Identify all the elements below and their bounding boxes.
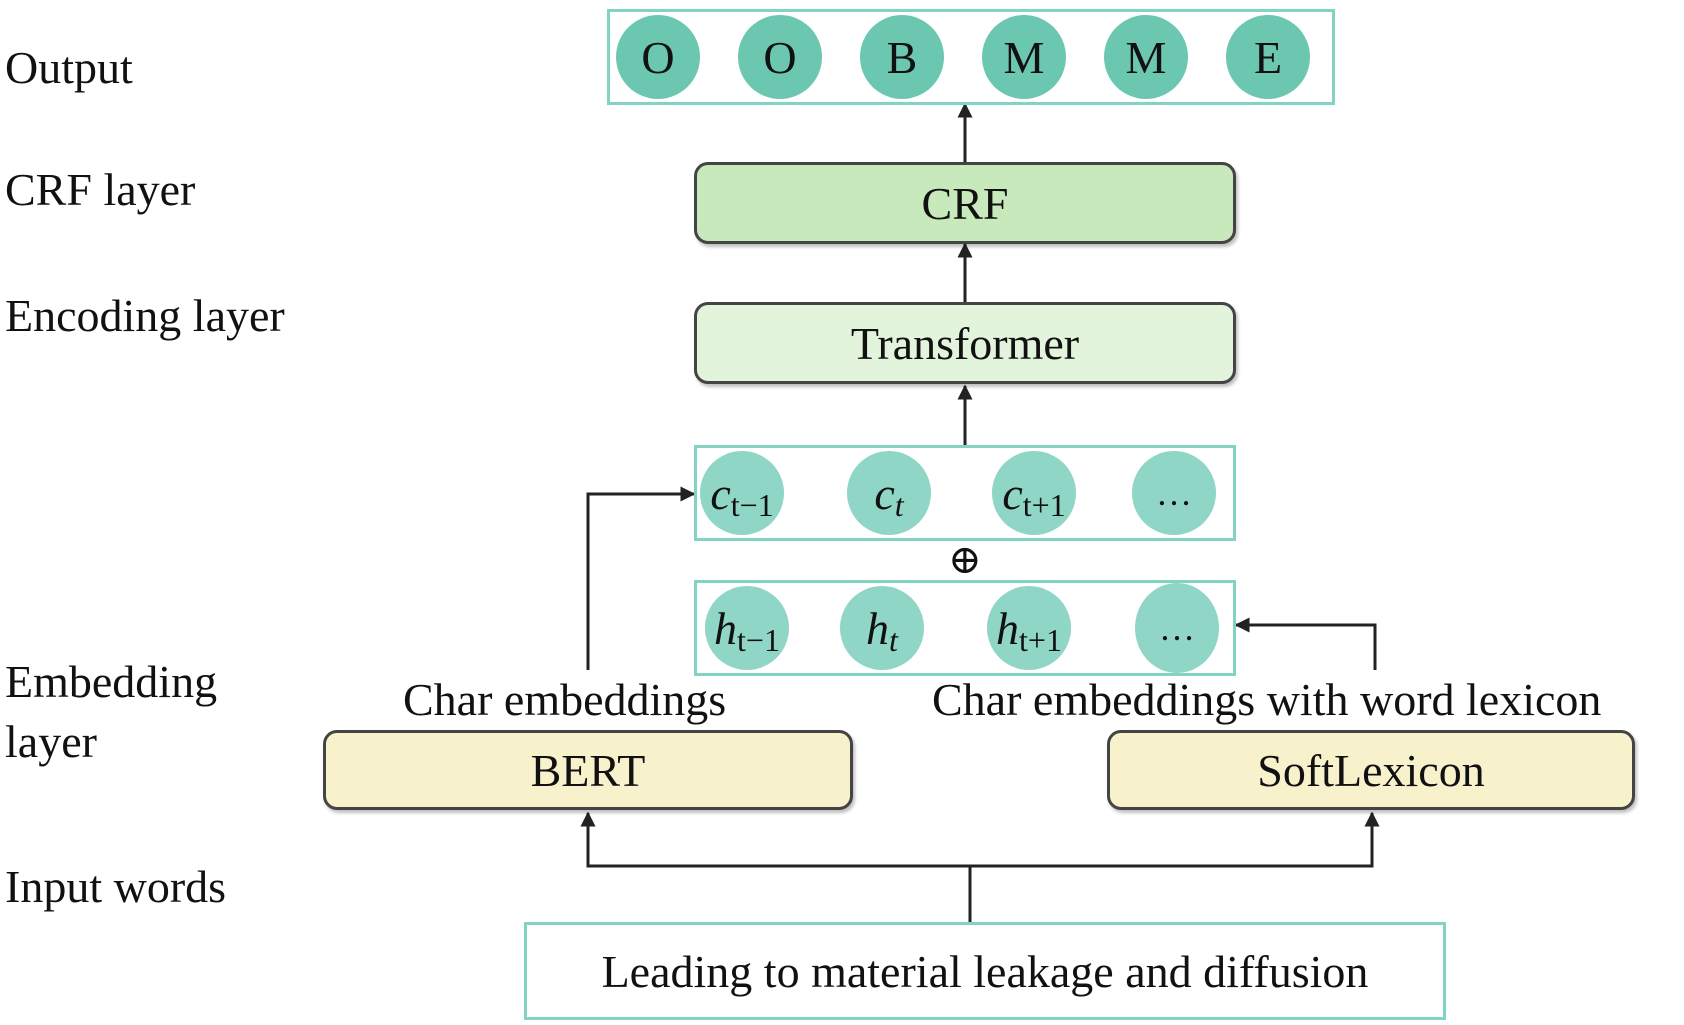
output-tag-node: M: [1104, 15, 1188, 99]
char-node-ellipsis: …: [1132, 451, 1216, 535]
arrow-input-to-bert: [580, 811, 972, 922]
transformer-box: Transformer: [694, 302, 1236, 384]
concat-symbol: ⊕: [948, 537, 982, 582]
arrow-input-to-softlexicon: [970, 811, 1380, 868]
bert-box: BERT: [323, 730, 853, 810]
arrow-bert-to-char-row: [586, 486, 696, 670]
output-tag-node: O: [738, 15, 822, 99]
input-sentence-box: Leading to material leakage and diffusio…: [524, 922, 1446, 1020]
layer-label-crf: CRF layer: [5, 164, 196, 215]
caption-char-embeddings: Char embeddings: [403, 674, 727, 725]
crf-box: CRF: [694, 162, 1236, 244]
caption-char-embeddings-lexicon: Char embeddings with word lexicon: [932, 674, 1602, 725]
output-tag-node: O: [616, 15, 700, 99]
layer-label-embedding-line2: layer: [5, 716, 97, 767]
layer-label-encoding: Encoding layer: [5, 290, 285, 341]
output-tag-node: B: [860, 15, 944, 99]
output-frame: O O B M M E: [607, 9, 1335, 105]
lexicon-node-ellipsis: …: [1135, 583, 1219, 673]
input-sentence-text: Leading to material leakage and diffusio…: [601, 945, 1369, 997]
layer-label-embedding-line1: Embedding: [5, 656, 218, 707]
arrow-softlexicon-to-lexicon-row: [1234, 617, 1377, 670]
softlexicon-box: SoftLexicon: [1107, 730, 1635, 810]
layer-label-output: Output: [5, 42, 133, 93]
output-tag-node: E: [1226, 15, 1310, 99]
layer-label-input: Input words: [5, 861, 227, 912]
output-tag-node: M: [982, 15, 1066, 99]
